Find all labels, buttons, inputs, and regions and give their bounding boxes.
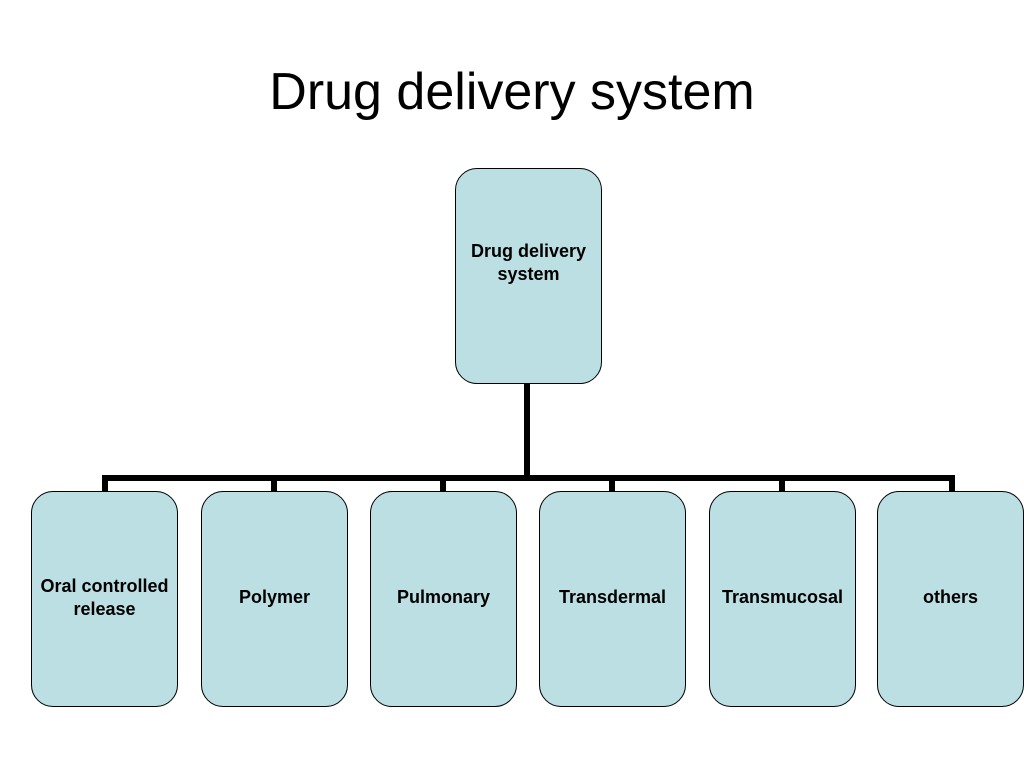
- child-node-pulmonary: Pulmonary: [370, 491, 517, 707]
- child-node-oral-controlled-release: Oral controlled release: [31, 491, 178, 707]
- child-node-label: Pulmonary: [396, 587, 491, 608]
- root-node-label: Drug delivery system: [470, 240, 587, 284]
- child-node-label: Polymer: [238, 587, 311, 608]
- child-node-label: others: [922, 587, 978, 608]
- child-node-label: Transdermal: [558, 587, 667, 608]
- child-node-label: Transmucosal: [721, 587, 844, 608]
- child-node-others: others: [877, 491, 1024, 707]
- root-node: Drug delivery system: [455, 168, 602, 384]
- slide-title: Drug delivery system: [269, 63, 755, 121]
- child-node-label: Oral controlled release: [40, 575, 169, 619]
- child-node-transdermal: Transdermal: [539, 491, 686, 707]
- child-node-polymer: Polymer: [201, 491, 348, 707]
- child-node-transmucosal: Transmucosal: [709, 491, 856, 707]
